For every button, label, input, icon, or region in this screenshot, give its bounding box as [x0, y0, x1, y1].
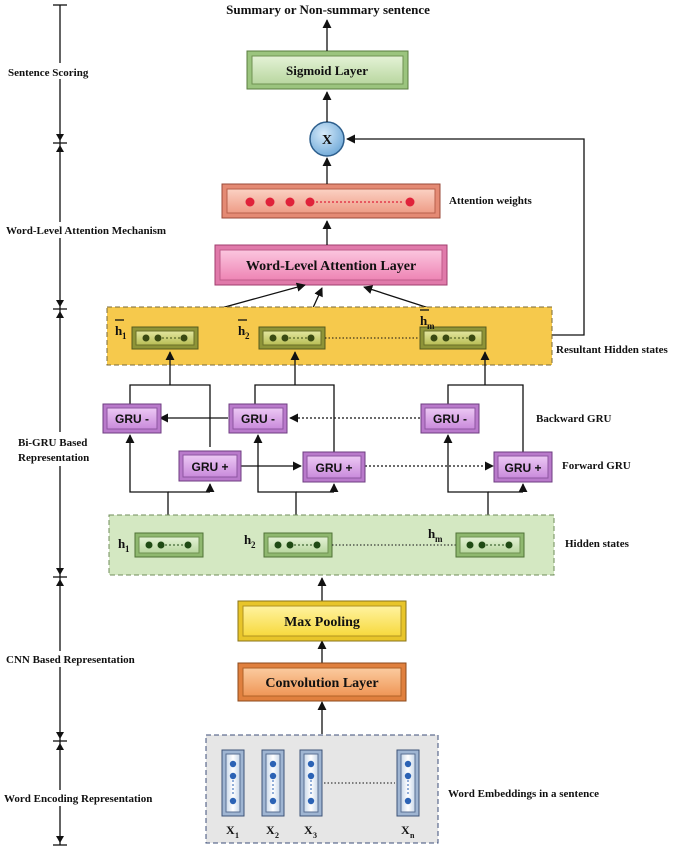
embedding-x1 [221, 749, 245, 817]
forward-gru-label: Forward GRU [562, 460, 631, 472]
embedding-x3 [299, 749, 323, 817]
svg-text:X: X [226, 823, 235, 837]
hidden-h1-label: h 1 [118, 536, 130, 554]
sigmoid-layer: Sigmoid Layer [246, 50, 409, 90]
svg-text:X: X [401, 823, 410, 837]
multiply-node: X [309, 121, 345, 157]
stage-bigru-line1: Bi-GRU Based [18, 437, 87, 449]
svg-text:1: 1 [122, 331, 127, 341]
stage-attention: Word-Level Attention Mechanism [6, 225, 166, 237]
attention-weights-bar [221, 183, 441, 219]
gru-forward-1: GRU + [178, 450, 242, 482]
stage-sentence-scoring: Sentence Scoring [8, 67, 89, 79]
embedding-x2 [261, 749, 285, 817]
resultant-state-1 [131, 326, 199, 350]
svg-text:2: 2 [251, 540, 256, 550]
svg-text:GRU +: GRU + [315, 461, 352, 475]
resultant-hm-label: h m [420, 309, 435, 331]
hidden-state-2 [263, 532, 333, 558]
embedding-labels: X 1 X 2 X 3 X n [226, 823, 415, 840]
svg-text:h: h [428, 526, 436, 541]
svg-text:GRU -: GRU - [433, 412, 467, 426]
gru-backward-m: GRU - [420, 403, 480, 434]
attention-layer-label: Word-Level Attention Layer [246, 259, 416, 274]
svg-text:h: h [244, 532, 252, 547]
svg-text:3: 3 [313, 831, 317, 840]
resultant-state-2 [258, 326, 326, 350]
svg-text:GRU -: GRU - [241, 412, 275, 426]
attention-weights-label: Attention weights [449, 195, 533, 207]
output-title: Summary or Non-summary sentence [226, 2, 430, 17]
hidden-hm-label: h m [428, 526, 443, 544]
embedding-xn [396, 749, 420, 817]
svg-text:h: h [115, 323, 123, 338]
svg-text:1: 1 [235, 831, 239, 840]
resultant-h1-label: h 1 [115, 319, 127, 341]
multiply-symbol: X [322, 133, 332, 148]
convolution-layer: Convolution Layer [237, 662, 407, 702]
resultant-hidden-label: Resultant Hidden states [556, 344, 669, 356]
hidden-states-label: Hidden states [565, 538, 630, 550]
backward-gru-label: Backward GRU [536, 413, 612, 425]
svg-text:m: m [435, 534, 443, 544]
svg-text:h: h [118, 536, 126, 551]
gru-forward-m: GRU + [493, 451, 553, 483]
stage-cnn: CNN Based Representation [6, 654, 135, 666]
svg-text:GRU +: GRU + [504, 461, 541, 475]
svg-text:n: n [410, 831, 415, 840]
svg-text:GRU -: GRU - [115, 412, 149, 426]
gru-forward-2: GRU + [302, 451, 366, 483]
hidden-h2-label: h 2 [244, 532, 256, 550]
svg-text:X: X [304, 823, 313, 837]
max-pooling-label: Max Pooling [284, 615, 360, 630]
stage-encoding: Word Encoding Representation [4, 793, 152, 805]
max-pooling-layer: Max Pooling [237, 600, 407, 642]
attention-layer: Word-Level Attention Layer [214, 244, 448, 286]
svg-text:h: h [420, 313, 428, 328]
gru-backward-1: GRU - [102, 403, 162, 434]
gru-backward-2: GRU - [228, 403, 288, 434]
resultant-h2-label: h 2 [238, 319, 250, 341]
hidden-state-1 [134, 532, 204, 558]
resultant-state-m [419, 326, 487, 350]
svg-text:2: 2 [245, 331, 250, 341]
gru-arrows [125, 351, 528, 528]
sigmoid-label: Sigmoid Layer [286, 63, 368, 78]
svg-text:1: 1 [125, 544, 130, 554]
convolution-label: Convolution Layer [265, 676, 378, 691]
svg-text:2: 2 [275, 831, 279, 840]
svg-text:X: X [266, 823, 275, 837]
stage-ruler [53, 4, 67, 846]
svg-text:m: m [427, 321, 435, 331]
hidden-state-m [455, 532, 525, 558]
svg-text:GRU +: GRU + [191, 460, 228, 474]
word-embeddings-label: Word Embeddings in a sentence [448, 788, 599, 800]
stage-bigru-line2: Representation [18, 452, 89, 464]
svg-text:h: h [238, 323, 246, 338]
stage-labels: Sentence Scoring Word-Level Attention Me… [2, 63, 192, 806]
top-arrows [213, 19, 585, 336]
